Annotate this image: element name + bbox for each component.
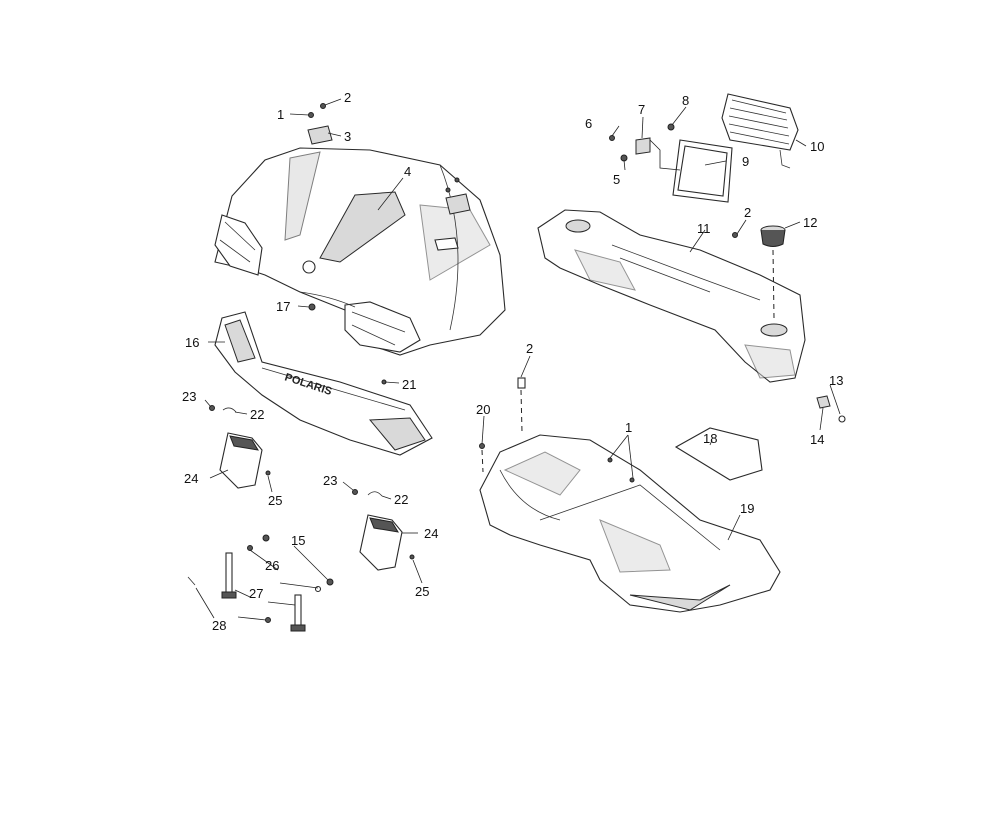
hinge-part bbox=[307, 103, 471, 215]
callout-21: 21 bbox=[402, 377, 416, 392]
callout-4: 4 bbox=[404, 164, 411, 179]
callout-23a: 23 bbox=[182, 389, 196, 404]
access-panel-part bbox=[674, 427, 763, 481]
callout-1b: 1 bbox=[625, 420, 632, 435]
front-bumper-part: POLARIS bbox=[214, 311, 433, 456]
fastener-group-left bbox=[209, 303, 387, 497]
callout-20: 20 bbox=[476, 402, 490, 417]
callout-2c: 2 bbox=[526, 341, 533, 356]
callout-8: 8 bbox=[682, 93, 689, 108]
leader-lines bbox=[195, 98, 841, 621]
headlight-housing-right bbox=[359, 514, 415, 571]
cup-holder-part bbox=[760, 225, 786, 247]
callout-17: 17 bbox=[276, 299, 290, 314]
callout-1a: 1 bbox=[277, 107, 284, 122]
headlight-housing-left bbox=[219, 432, 271, 489]
callout-labels: 1 2 3 4 5 6 7 8 9 10 2 11 12 13 14 17 16… bbox=[182, 90, 843, 633]
callout-11: 11 bbox=[697, 221, 711, 236]
callout-2a: 2 bbox=[344, 90, 351, 105]
callout-14: 14 bbox=[810, 432, 824, 447]
hood-part bbox=[214, 147, 506, 356]
clip-part bbox=[816, 395, 846, 423]
callout-19: 19 bbox=[740, 501, 754, 516]
callout-18: 18 bbox=[703, 431, 717, 446]
callout-22b: 22 bbox=[394, 492, 408, 507]
callout-24a: 24 bbox=[184, 471, 198, 486]
floor-pan-part bbox=[479, 434, 781, 613]
callout-6: 6 bbox=[585, 116, 592, 131]
callout-25b: 25 bbox=[415, 584, 429, 599]
callout-7: 7 bbox=[638, 102, 645, 117]
callout-9: 9 bbox=[742, 154, 749, 169]
callout-24b: 24 bbox=[424, 526, 438, 541]
callout-10: 10 bbox=[810, 139, 824, 154]
bolt-group bbox=[187, 534, 334, 632]
callout-27: 27 bbox=[249, 586, 263, 601]
callout-3: 3 bbox=[344, 129, 351, 144]
callout-12: 12 bbox=[803, 215, 817, 230]
callout-5: 5 bbox=[613, 172, 620, 187]
fastener-group-center bbox=[479, 232, 738, 483]
callout-25a: 25 bbox=[268, 493, 282, 508]
dash-storage-part bbox=[537, 209, 806, 383]
callout-26: 26 bbox=[265, 558, 279, 573]
callout-13: 13 bbox=[829, 373, 843, 388]
glovebox-door-part bbox=[609, 93, 799, 203]
callout-15: 15 bbox=[291, 533, 305, 548]
callout-28: 28 bbox=[212, 618, 226, 633]
callout-23b: 23 bbox=[323, 473, 337, 488]
callout-16: 16 bbox=[185, 335, 199, 350]
callout-22a: 22 bbox=[250, 407, 264, 422]
callout-2b: 2 bbox=[744, 205, 751, 220]
